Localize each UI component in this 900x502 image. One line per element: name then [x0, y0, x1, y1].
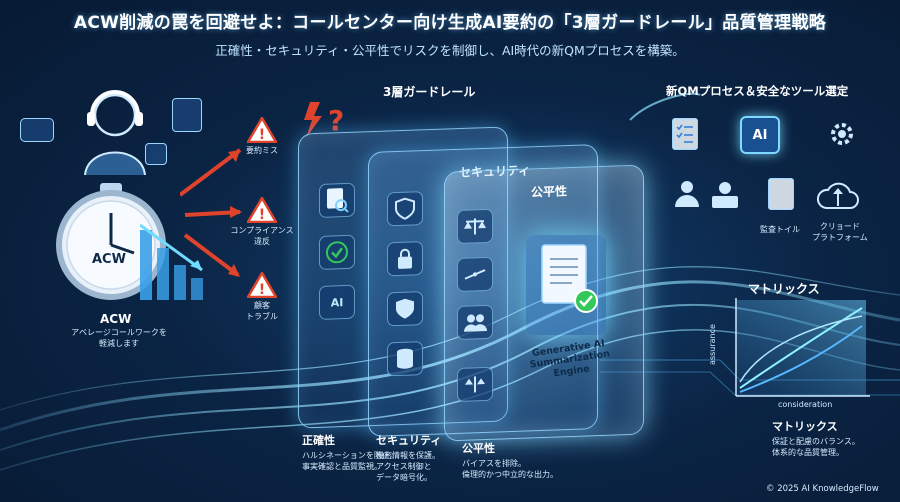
- risk-label-line2: トラブル: [246, 311, 278, 321]
- ai-engine-document-icon: [526, 235, 606, 335]
- cloud-upload-icon: [816, 178, 860, 212]
- cloud-label: クリョード プラトフォーム: [812, 222, 868, 244]
- warning-icon: !: [247, 197, 277, 223]
- balance-icon: [457, 256, 493, 293]
- lightning-question-icon: ?: [304, 102, 344, 138]
- legend-title: 正確性: [302, 434, 335, 447]
- legend-title: マトリックス: [772, 420, 838, 433]
- check-icon: [319, 234, 355, 270]
- svg-text:!: !: [259, 282, 265, 298]
- page-title: ACW削減の罠を回避せよ：コールセンター向け生成AI要約の「3層ガードレール」品…: [73, 13, 827, 33]
- accuracy-panel: AI: [298, 126, 508, 429]
- document-icon: [172, 98, 202, 132]
- acw-heading: ACW: [100, 312, 132, 326]
- stopwatch-icon: [52, 183, 170, 301]
- legend-fairness: 公平性 バイアスを排除。 倫理的かつ中立的な出力。: [462, 440, 558, 481]
- audit-label: 監査トイル: [760, 225, 800, 234]
- fairness-panel-title: 公平性: [531, 184, 568, 200]
- users-icon: [672, 178, 702, 208]
- risk-summary-error: ! 要約ミス: [238, 117, 286, 157]
- audit-document-icon: [768, 178, 794, 210]
- acw-caption-line2: 軽減します: [99, 338, 139, 348]
- risk-compliance: ! コンプライアンス 違反: [222, 197, 302, 248]
- legend-security: セキュリティ 機密情報を保護。 アクセス制御と データ暗号化。: [376, 432, 441, 483]
- page-subtitle: 正確性・セキュリティ・公平性でリスクを制御し、AI時代の新QMプロセスを構築。: [215, 43, 685, 58]
- copyright: © 2025 AI KnowledgeFlow: [766, 484, 879, 494]
- matrix-y-axis-label: assurance: [707, 324, 717, 365]
- ai-chip-icon: AI: [319, 284, 355, 320]
- cloud-label-line1: クリョード: [819, 222, 860, 231]
- legend-line: 保証と配慮のバランス。: [772, 437, 860, 446]
- matrix-x-axis-label: consideration: [778, 400, 833, 409]
- legend-title: 公平性: [462, 442, 495, 455]
- laptop-user-icon: [706, 180, 744, 212]
- legend-line: 機密情報を保護。: [376, 451, 440, 460]
- legend-title: セキュリティ: [376, 434, 442, 447]
- legend-line: データ暗号化。: [376, 472, 432, 482]
- risk-customer: ! 顧客 トラブル: [238, 272, 286, 323]
- shield-icon: [387, 291, 423, 327]
- scales-small-icon: [457, 366, 493, 403]
- checklist-icon: [672, 118, 698, 150]
- acw-caption-line1: アベレージコールワークを: [71, 328, 167, 337]
- stopwatch-label: ACW: [92, 252, 126, 267]
- risk-label-line2: 違反: [254, 236, 270, 246]
- ai-chip-label: AI: [752, 127, 768, 143]
- legend-line: アクセス制御と: [376, 461, 432, 471]
- matrix-heading: マトリックス: [748, 282, 820, 296]
- legend-matrix: マトリックス 保証と配慮のバランス。 体系的な品質管理。: [772, 418, 860, 459]
- document-search-icon: [319, 182, 355, 218]
- operator-illustration: [70, 80, 160, 176]
- risk-arrows-graphic: [180, 148, 242, 277]
- ai-chip-icon: AI: [740, 116, 780, 154]
- gear-icon: [828, 120, 856, 148]
- legend-line: 体系的な品質管理。: [772, 447, 844, 457]
- shield-lock-icon: [387, 191, 423, 227]
- chat-icon: [20, 118, 54, 142]
- warning-icon: !: [247, 272, 277, 298]
- matrix-chart-graphic: [735, 298, 870, 397]
- svg-text:?: ?: [328, 104, 344, 137]
- qm-process-heading: 新QMプロセス＆安全なツール選定: [666, 84, 849, 98]
- legend-line: 事実確認と品質監視。: [302, 461, 382, 471]
- people-icon: [457, 304, 493, 341]
- headset-operator-icon: [84, 90, 146, 176]
- scales-icon: [457, 208, 493, 245]
- risk-label: 顧客: [254, 301, 270, 310]
- guardrail-heading: 3層ガードレール: [383, 85, 476, 99]
- database-icon: [387, 341, 423, 377]
- acw-caption: アベレージコールワークを 軽減します: [54, 328, 184, 350]
- svg-text:!: !: [259, 127, 265, 143]
- risk-label: 要約ミス: [246, 146, 278, 155]
- legend-accuracy: 正確性 ハルシネーションを防止。 事実確認と品質監視。: [302, 432, 398, 473]
- legend-line: 倫理的かつ中立的な出力。: [462, 469, 558, 479]
- declining-bars-graphic: [140, 223, 203, 300]
- security-panel: セキュリティ: [368, 143, 598, 438]
- svg-text:!: !: [259, 207, 265, 223]
- cloud-label-line2: プラトフォーム: [812, 232, 868, 242]
- legend-line: ハルシネーションを防止。: [302, 451, 398, 460]
- fairness-panel: 公平性: [444, 164, 644, 442]
- padlock-icon: [387, 241, 423, 277]
- risk-label: コンプライアンス: [230, 226, 294, 235]
- legend-line: バイアスを排除。: [462, 459, 526, 468]
- warning-icon: !: [247, 117, 277, 143]
- settings-icon: [145, 143, 167, 165]
